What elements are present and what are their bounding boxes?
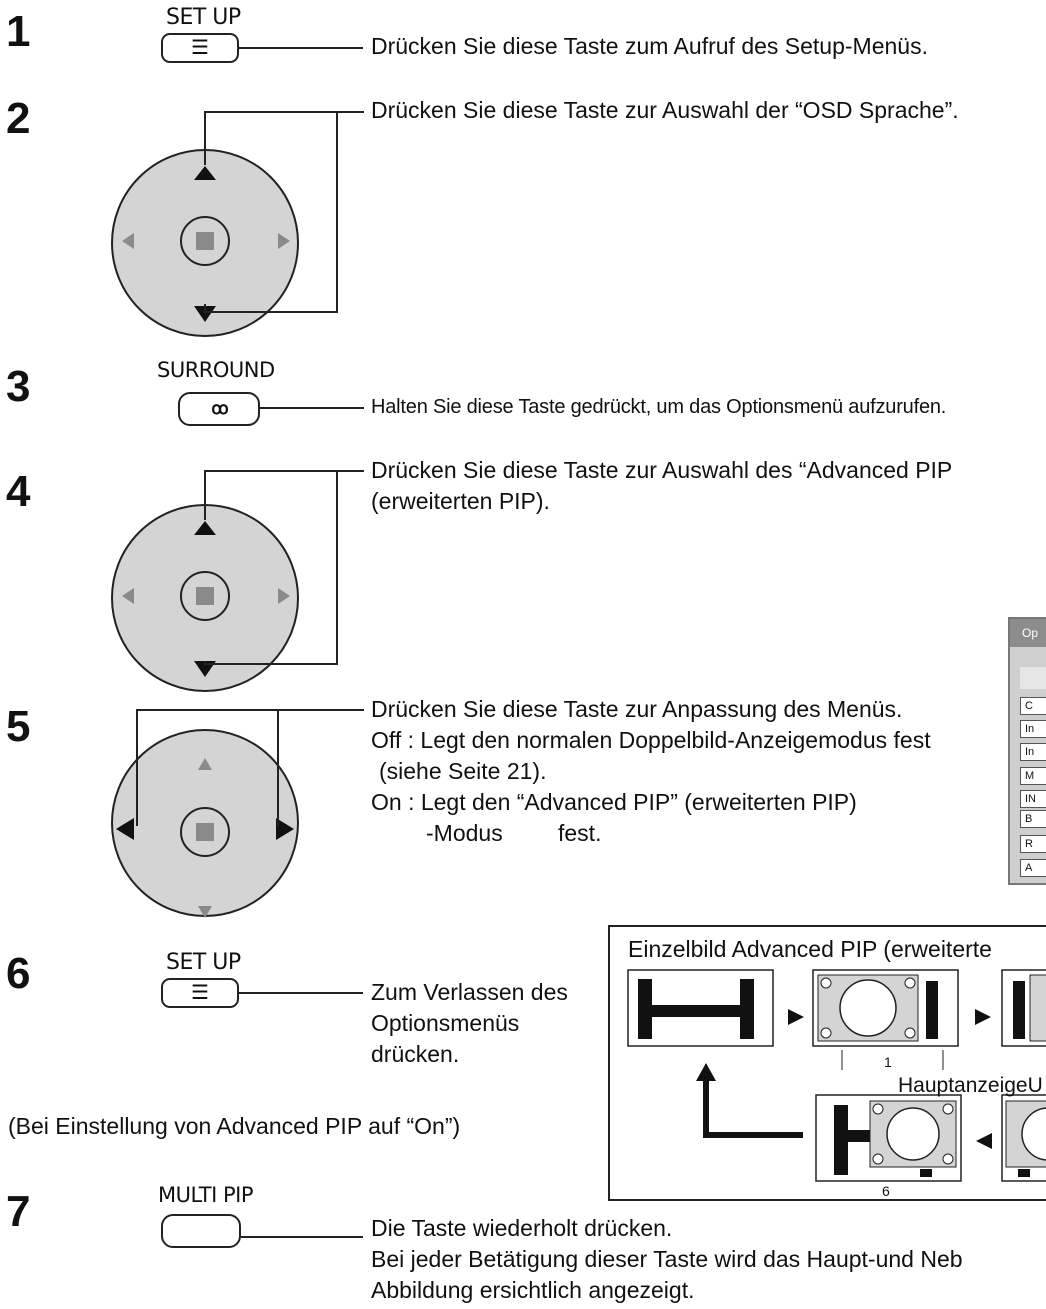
leader-line-6: [239, 992, 363, 994]
step-5-text-line-2: Off : Legt den normalen Doppelbild-Anzei…: [371, 727, 931, 753]
frame-1-label: 1: [884, 1054, 892, 1070]
step-3-text: Halten Sie diese Taste gedrückt, um das …: [371, 396, 947, 418]
directional-pad-icon[interactable]: [110, 148, 306, 338]
step-7-text-line-1: Die Taste wiederholt drücken.: [371, 1215, 673, 1241]
step-5-text-line-5: -Modus: [426, 820, 503, 846]
step-4-text-line-2: (erweiterten PIP).: [371, 488, 550, 514]
step-number-5: 5: [6, 702, 31, 751]
surround-key-label: SURROUND: [157, 358, 275, 382]
leader-line-3: [260, 407, 364, 409]
setup-key-label: SET UP: [166, 950, 241, 975]
options-menu-spacer: [1020, 667, 1046, 689]
surround-button[interactable]: ꝏ: [178, 392, 260, 426]
options-menu: Op C In In M IN B R A: [1008, 617, 1046, 885]
main-display-label: HauptanzeigeU: [898, 1074, 1043, 1097]
diagram-title: Einzelbild Advanced PIP (erweiterte: [628, 936, 992, 962]
setup-button[interactable]: ☰: [161, 978, 239, 1008]
step-7-text-line-3: Abbildung ersichtlich angezeigt.: [371, 1277, 695, 1303]
directional-pad-icon[interactable]: [110, 729, 306, 920]
step-1-text: Drücken Sie diese Taste zum Aufruf des S…: [371, 33, 928, 59]
step-2-text: Drücken Sie diese Taste zur Auswahl der …: [371, 97, 959, 123]
advanced-pip-note: (Bei Einstellung von Advanced PIP auf “O…: [8, 1113, 461, 1139]
step-6-text-line-3: drücken.: [371, 1041, 460, 1067]
step-number-1: 1: [6, 7, 31, 56]
step-number-3: 3: [6, 362, 31, 411]
step-5-text-line-3: (siehe Seite 21).: [379, 758, 547, 784]
setup-button[interactable]: ☰: [161, 33, 239, 63]
step-4-text-line-1: Drücken Sie diese Taste zur Auswahl des …: [371, 457, 953, 483]
surround-icon: ꝏ: [211, 399, 228, 418]
multi-pip-key-label: MULTI PIP: [158, 1183, 254, 1207]
options-menu-row[interactable]: R: [1020, 835, 1046, 853]
frame-6-label: 6: [882, 1183, 890, 1199]
diagram-graphics: [627, 969, 1046, 1182]
options-menu-header: Op: [1010, 619, 1046, 647]
step-5-text-line-1: Drücken Sie diese Taste zur Anpassung de…: [371, 696, 903, 722]
step-5-text-line-6: fest.: [558, 820, 602, 846]
options-menu-row[interactable]: A: [1020, 859, 1046, 877]
step-number-4: 4: [6, 467, 31, 516]
step-6-text-line-1: Zum Verlassen des: [371, 979, 568, 1005]
multi-pip-button[interactable]: [161, 1214, 241, 1248]
menu-list-icon: ☰: [191, 37, 209, 59]
leader-line-1: [239, 47, 363, 49]
options-menu-row[interactable]: B: [1020, 810, 1046, 828]
step-7-text-line-2: Bei jeder Betätigung dieser Taste wird d…: [371, 1246, 963, 1272]
options-menu-row[interactable]: M: [1020, 767, 1046, 785]
options-menu-row[interactable]: In: [1020, 720, 1046, 738]
step-number-6: 6: [6, 949, 31, 998]
step-number-7: 7: [6, 1187, 31, 1236]
menu-list-icon: ☰: [191, 982, 209, 1004]
step-5-text-line-4: On : Legt den “Advanced PIP” (erweiterte…: [371, 789, 857, 815]
options-menu-row[interactable]: IN: [1020, 790, 1046, 808]
setup-key-label: SET UP: [166, 5, 241, 30]
leader-line-7: [241, 1236, 363, 1238]
options-menu-row[interactable]: In: [1020, 743, 1046, 761]
options-menu-row[interactable]: C: [1020, 697, 1046, 715]
picture-mode-diagram: Einzelbild Advanced PIP (erweiterte: [608, 925, 1046, 1201]
step-number-2: 2: [6, 94, 31, 143]
step-6-text-line-2: Optionsmenüs: [371, 1010, 520, 1036]
